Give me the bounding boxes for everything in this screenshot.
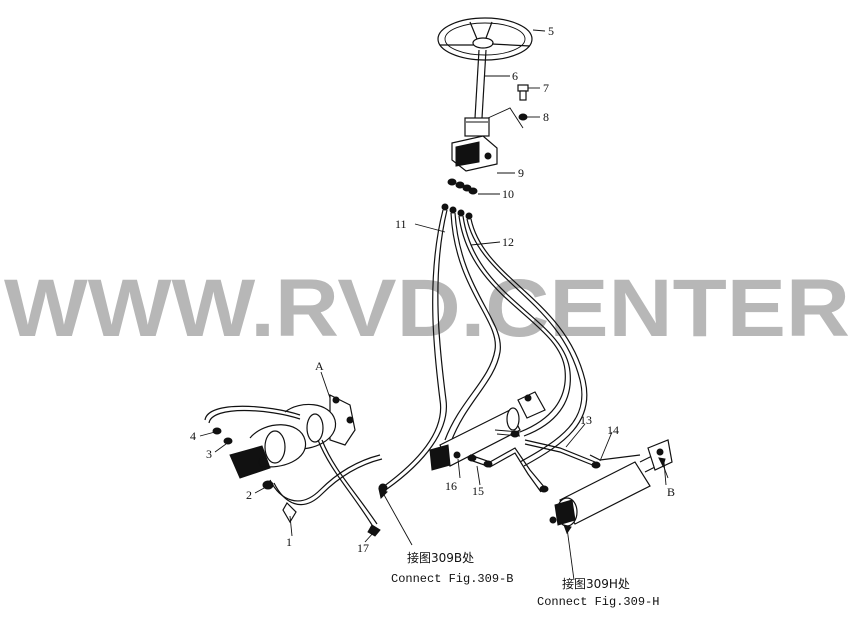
callout-17: 17 xyxy=(357,541,369,555)
callout-7: 7 xyxy=(543,81,549,95)
callout-3: 3 xyxy=(206,447,212,461)
callout-A: A xyxy=(315,359,324,373)
steering-cylinder-right xyxy=(549,439,673,527)
callout-5: 5 xyxy=(548,24,554,38)
hose-fittings xyxy=(447,178,478,195)
steering-pump xyxy=(204,394,383,537)
callout-13: 13 xyxy=(580,413,592,427)
callout-4: 4 xyxy=(190,429,196,443)
steering-wheel xyxy=(437,17,533,61)
callout-10: 10 xyxy=(502,187,514,201)
watermark-text: WWW.RVD.CENTER xyxy=(4,263,850,354)
hose-bundle xyxy=(378,203,588,493)
steering-control-unit xyxy=(451,117,498,172)
leader-lines xyxy=(199,29,669,581)
bolt xyxy=(517,84,529,101)
callout-B: B xyxy=(667,485,675,499)
callout-1: 1 xyxy=(286,535,292,549)
callout-6: 6 xyxy=(512,69,518,83)
callout-14: 14 xyxy=(607,423,619,437)
note-fig309h-cn: 接图309H处 xyxy=(562,576,630,591)
note-fig309b-en: Connect Fig.309-B xyxy=(391,572,513,586)
callout-2: 2 xyxy=(246,488,252,502)
callout-16: 16 xyxy=(445,479,457,493)
connection-notes: 接图309B处 Connect Fig.309-B 接图309H处 Connec… xyxy=(391,550,659,609)
steering-cylinder-left xyxy=(429,391,546,471)
note-fig309b-cn: 接图309B处 xyxy=(407,550,474,565)
washer xyxy=(518,113,528,121)
steering-column xyxy=(474,49,487,119)
callout-15: 15 xyxy=(472,484,484,498)
hydraulic-tube xyxy=(467,439,601,493)
callout-labels: 5 6 7 8 9 10 11 12 A 4 3 2 1 17 16 15 13… xyxy=(190,24,675,555)
callout-9: 9 xyxy=(518,166,524,180)
callout-11: 11 xyxy=(395,217,407,231)
callout-8: 8 xyxy=(543,110,549,124)
note-fig309h-en: Connect Fig.309-H xyxy=(537,595,659,609)
callout-12: 12 xyxy=(502,235,514,249)
